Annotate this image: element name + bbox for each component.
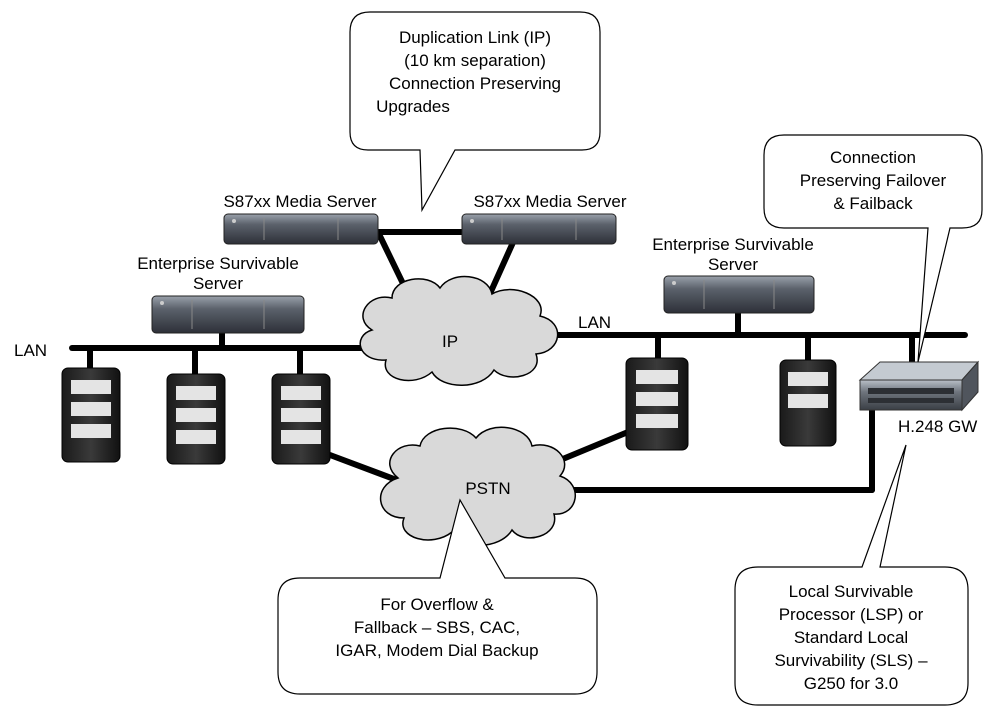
- callout-duplication-line2: (10 km separation): [404, 51, 546, 70]
- callout-failover-line3: & Failback: [833, 194, 913, 213]
- tower-server-4: [625, 357, 689, 451]
- h248-gateway-device: [858, 360, 980, 412]
- connection-lines: [69, 229, 968, 493]
- tower-server-5: [779, 359, 837, 447]
- callout-lsp-line5: G250 for 3.0: [804, 674, 899, 693]
- callout-overflow-line1: For Overflow &: [380, 595, 494, 614]
- callout-lsp-line4: Survivability (SLS) –: [774, 651, 928, 670]
- callout-duplication-link: Duplication Link (IP) (10 km separation)…: [349, 11, 601, 213]
- ess-left-label-line1: Enterprise Survivable: [137, 254, 299, 273]
- tower-server-3: [271, 373, 331, 465]
- media-server-right: [461, 213, 617, 245]
- ess-left-label-line2: Server: [193, 274, 243, 293]
- callout-duplication-line1: Duplication Link (IP): [399, 28, 551, 47]
- callout-lsp-line1: Local Survivable: [789, 582, 914, 601]
- callout-failover: Connection Preserving Failover & Failbac…: [763, 134, 983, 363]
- callout-failover-line2: Preserving Failover: [800, 171, 947, 190]
- lan-right-label: LAN: [578, 313, 611, 332]
- ip-cloud: IP: [359, 275, 559, 386]
- callout-lsp: Local Survivable Processor (LSP) or Stan…: [734, 444, 969, 706]
- tower-server-2: [166, 373, 226, 465]
- callout-lsp-line3: Standard Local: [794, 628, 908, 647]
- callout-failover-line1: Connection: [830, 148, 916, 167]
- ess-server-right: [663, 275, 815, 314]
- ess-right-label-line1: Enterprise Survivable: [652, 235, 814, 254]
- callout-duplication-line3: Connection Preserving: [389, 74, 561, 93]
- media-server-left-label: S87xx Media Server: [223, 192, 376, 211]
- tower-server-1: [61, 367, 121, 463]
- media-server-left: [223, 213, 379, 245]
- pstn-cloud-label: PSTN: [465, 479, 510, 498]
- lan-left-label: LAN: [14, 341, 47, 360]
- media-server-right-label: S87xx Media Server: [473, 192, 626, 211]
- media-right-to-ip: [485, 235, 518, 301]
- callout-overflow-line2: Fallback – SBS, CAC,: [354, 618, 520, 637]
- callout-lsp-line2: Processor (LSP) or: [779, 605, 924, 624]
- callout-overflow-line3: IGAR, Modem Dial Backup: [335, 641, 538, 660]
- gateway-label: H.248 GW: [898, 417, 977, 436]
- ess-right-label-line2: Server: [708, 255, 758, 274]
- pstn-cloud: PSTN: [380, 426, 576, 546]
- ess-server-left: [151, 295, 305, 334]
- ip-cloud-label: IP: [442, 332, 458, 351]
- callout-duplication-line4: Upgrades: [376, 97, 450, 116]
- callout-overflow: For Overflow & Fallback – SBS, CAC, IGAR…: [277, 498, 598, 695]
- tower3-to-pstn: [327, 452, 405, 485]
